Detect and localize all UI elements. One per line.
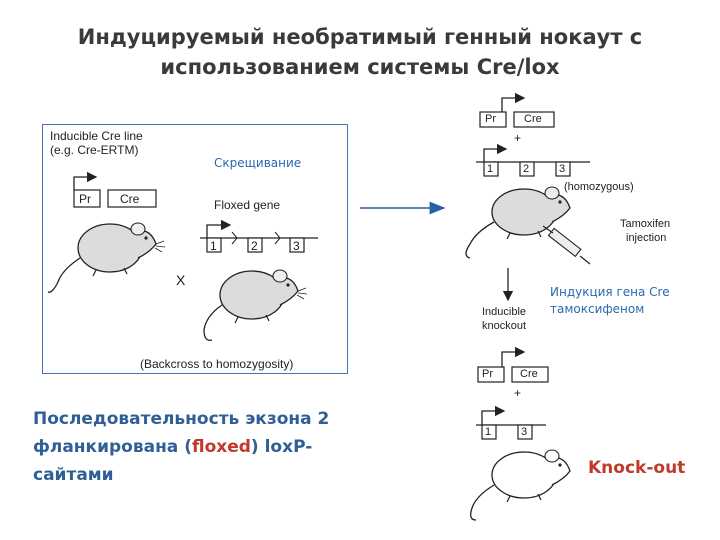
- right-cre-construct-bottom: [477, 346, 549, 383]
- inducible-cre-panel: [42, 124, 348, 374]
- induction-label-1: Индукция гена Cre: [550, 285, 670, 299]
- mouse-double: [465, 186, 571, 259]
- right-exon-2: 2: [523, 163, 530, 175]
- right-cre-label: Cre: [524, 113, 542, 125]
- left-exon-3: 3: [293, 239, 300, 253]
- inducible-label: Inducible: [482, 306, 527, 318]
- left-promoter-label: Pr: [79, 192, 91, 206]
- right-plus-bottom: +: [514, 386, 522, 400]
- homozygous-label: (homozygous): [564, 181, 634, 193]
- induction-label-2: тамоксифеном: [550, 302, 645, 316]
- mouse-floxed: [203, 269, 308, 341]
- floxed-desc-part2: ) loxP-сайтами: [33, 437, 313, 485]
- right-floxed-gene: [476, 143, 590, 177]
- right-exon-1: 1: [487, 163, 494, 175]
- left-exon-1: 1: [210, 239, 217, 253]
- tamoxifen-label-1: Tamoxifen: [620, 218, 671, 230]
- cre-line-label-2: (e.g. Cre-ERTM): [50, 143, 139, 157]
- tamoxifen-label-2: injection: [626, 232, 667, 244]
- right-promoter-label: Pr: [485, 113, 496, 125]
- right-plus: +: [514, 131, 522, 145]
- mouse-knockout: [470, 449, 571, 521]
- syringe-icon: [542, 225, 591, 265]
- knockout-label: Knock-out: [588, 458, 686, 478]
- page-title: Индуцируемый необратимый генный нокаут с…: [0, 22, 720, 82]
- right-knockout-gene: [476, 405, 546, 440]
- left-exon-2: 2: [251, 239, 258, 253]
- left-cre-label: Cre: [120, 192, 140, 206]
- cre-line-label-1: Inducible Cre line: [50, 129, 143, 143]
- title-line-1: Индуцируемый необратимый генный нокаут с: [77, 25, 643, 49]
- crossing-label: Скрещивание: [214, 156, 302, 170]
- floxed-gene-label: Floxed gene: [214, 198, 281, 212]
- floxed-word: floxed: [191, 437, 251, 457]
- right-promoter-label-bottom: Pr: [482, 368, 493, 380]
- knockout-small-label: knockout: [482, 320, 527, 332]
- title-line-2: использованием системы Cre/lox: [160, 55, 560, 79]
- floxed-description: Последовательность экзона 2 фланкирована…: [33, 405, 363, 489]
- mouse-cre-line: [47, 222, 166, 293]
- floxed-desc-part1: Последовательность экзона 2 фланкирована…: [33, 409, 330, 457]
- right-cre-construct: [479, 92, 555, 128]
- right-exon-1-bottom: 1: [485, 426, 492, 438]
- cross-symbol: X: [176, 272, 186, 288]
- right-exon-3-bottom: 3: [521, 426, 528, 438]
- right-exon-3: 3: [559, 163, 566, 175]
- right-cre-label-bottom: Cre: [520, 368, 538, 380]
- left-floxed-gene: [200, 219, 318, 253]
- left-cre-construct: [73, 171, 157, 208]
- backcross-label: (Backcross to homozygosity): [140, 357, 294, 371]
